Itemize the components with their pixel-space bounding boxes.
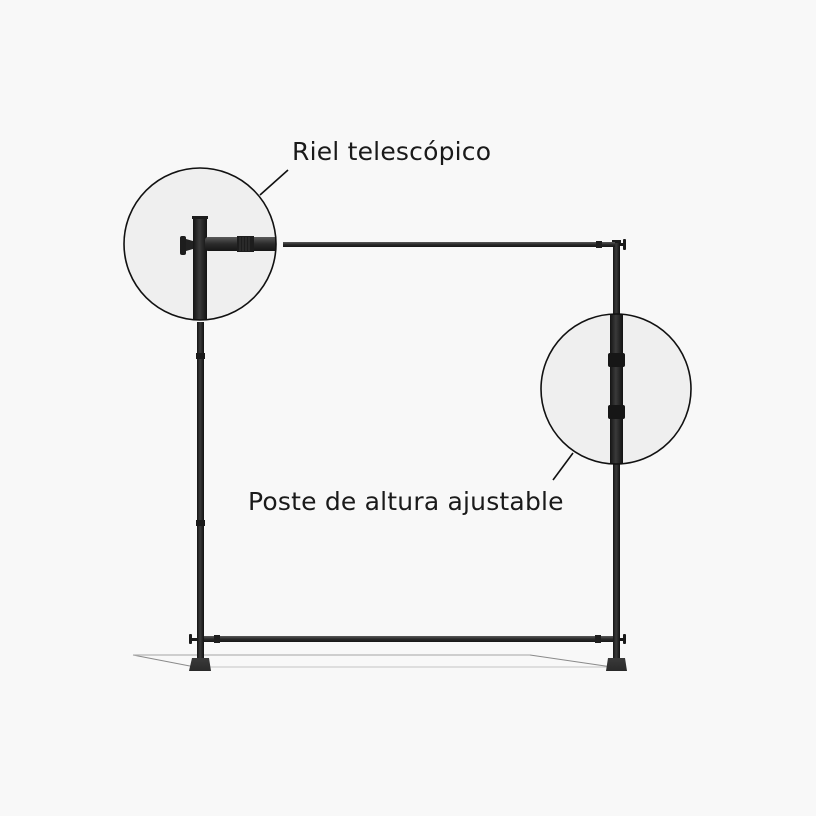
right-foot bbox=[606, 658, 627, 671]
adjustable-post-inset bbox=[540, 313, 692, 465]
left-foot bbox=[189, 658, 211, 671]
telescopic-rail-inset bbox=[123, 167, 277, 321]
post-callout-leader bbox=[552, 452, 574, 481]
rail-callout-leader bbox=[259, 169, 289, 196]
adjustable-post-label: Poste de altura ajustable bbox=[248, 487, 564, 516]
left-pole bbox=[196, 322, 205, 662]
telescopic-rail-label: Riel telescópico bbox=[292, 137, 492, 166]
bottom-rail bbox=[189, 634, 626, 644]
top-rail bbox=[283, 239, 626, 250]
